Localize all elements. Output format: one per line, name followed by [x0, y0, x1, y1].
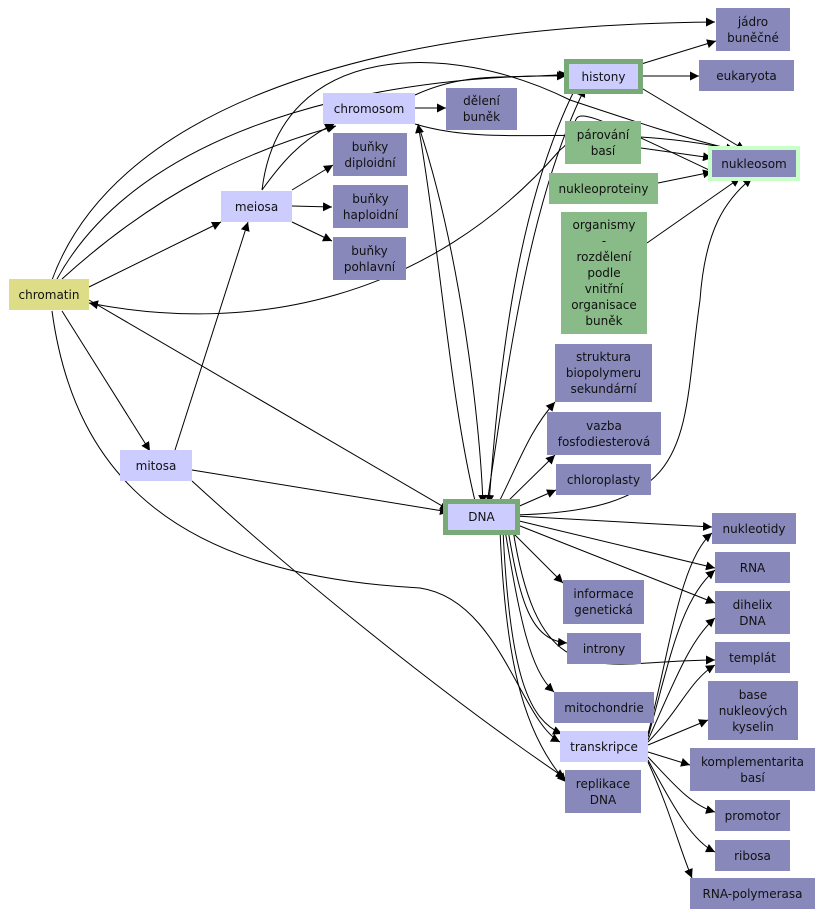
edge-dna-nukleotidy	[514, 515, 713, 531]
edge-transkripce-templat	[647, 664, 716, 743]
node-promotor[interactable]: promotor	[715, 800, 790, 831]
node-dna[interactable]: DNA	[443, 499, 520, 535]
edge-nukleoproteiny-nukleosom	[657, 169, 713, 184]
edge-transkripce-promotor	[647, 756, 716, 814]
edge-chromatin-mitosa	[61, 310, 151, 452]
node-eukaryota[interactable]: eukaryota	[699, 60, 794, 91]
node-introny[interactable]: introny	[567, 633, 641, 664]
edge-dna-chromosom	[415, 123, 477, 506]
edge-chromatin-transkripce	[51, 310, 561, 743]
node-komplementarita-basi[interactable]: komplementarita basí	[690, 748, 815, 791]
edge-dna-nukleosom	[514, 177, 753, 516]
node-ribosa[interactable]: ribosa	[715, 840, 790, 871]
edge-chromatin-dna	[88, 299, 450, 511]
node-histony[interactable]: histony	[564, 59, 643, 94]
edge-chromosom-nukleosom	[414, 123, 736, 153]
node-rna[interactable]: RNA	[715, 552, 790, 583]
edge-mitosa-meiosa	[174, 221, 250, 451]
edge-dna-chloroplasty	[514, 489, 557, 509]
node-dihelix-dna[interactable]: dihelix DNA	[715, 591, 790, 634]
edge-dna-vazba	[504, 454, 556, 505]
node-bunky-haploidni[interactable]: buňky haploidní	[333, 185, 408, 228]
edge-chromatin-histony	[56, 71, 567, 280]
edge-transkripce-rna	[647, 569, 716, 738]
node-chromatin[interactable]: chromatin	[9, 279, 89, 310]
node-organismy[interactable]: organismy - rozdělení podle vnitřní orga…	[561, 212, 647, 334]
node-informace-geneticka[interactable]: informace genetická	[563, 580, 644, 624]
edge-dna-introny	[507, 529, 568, 647]
node-nukleotidy[interactable]: nukleotidy	[712, 513, 796, 544]
edge-dna-rna	[514, 519, 716, 571]
node-mitosa[interactable]: mitosa	[120, 450, 192, 481]
edge-histony-nukleosom	[637, 85, 746, 151]
edge-histony-jadro	[637, 39, 717, 66]
edge-transkripce-komplement	[647, 751, 691, 767]
edge-dna-dihelix	[514, 523, 716, 604]
edge-organismy-nukleosom	[646, 177, 741, 244]
edge-transkripce-base	[647, 719, 709, 746]
edge-transkripce-nukleotidy	[647, 532, 713, 735]
edge-dna-replikace	[499, 529, 567, 783]
edge-histony-dna	[485, 88, 576, 505]
edge-meiosa-nukleosom	[261, 62, 736, 191]
edge-dna-mitochondrie	[504, 529, 555, 693]
edge-chromatin-chromosom	[61, 124, 337, 280]
node-transkripce[interactable]: transkripce	[560, 731, 648, 762]
edge-dna-informace	[509, 529, 564, 584]
node-struktura-biopolymeru[interactable]: struktura biopolymeru sekundární	[555, 344, 652, 402]
node-rna-polymerasa[interactable]: RNA-polymerasa	[690, 878, 815, 909]
node-bunky-pohlavni[interactable]: buňky pohlavní	[333, 237, 406, 280]
node-jadro-bunecne[interactable]: jádro buněčné	[716, 8, 790, 51]
node-bunky-diploidni[interactable]: buňky diploidní	[333, 133, 407, 176]
node-chloroplasty[interactable]: chloroplasty	[556, 464, 651, 495]
edge-dna-histony	[486, 87, 586, 505]
node-nukleosom[interactable]: nukleosom	[708, 146, 800, 181]
node-nukleoproteiny[interactable]: nukleoproteiny	[549, 173, 658, 204]
node-base-nukleovych-kyselin[interactable]: base nukleových kyselin	[708, 681, 798, 740]
node-meiosa[interactable]: meiosa	[221, 191, 292, 222]
node-vazba-fosfodiesterova[interactable]: vazba fosfodiesterová	[547, 412, 661, 455]
edge-chromosom-dna	[417, 123, 488, 505]
edge-mitosa-replikace	[191, 480, 566, 779]
edge-transkripce-ribosa	[647, 759, 716, 853]
edge-chromatin-jadro	[51, 17, 716, 281]
edge-chromosom-histony	[414, 70, 569, 96]
edge-dna-struktura	[497, 401, 556, 505]
node-replikace-dna[interactable]: replikace DNA	[565, 770, 641, 813]
edge-meiosa-bunky-poh	[291, 221, 333, 242]
edge-chromatin-meiosa	[88, 221, 222, 288]
edge-mitosa-dna	[191, 469, 450, 515]
node-deleni-bunek[interactable]: dělení buněk	[446, 88, 517, 130]
edge-transkripce-rnapoly	[647, 761, 693, 879]
edge-transkripce-dihelix	[647, 617, 716, 741]
edge-parovani-nukleosom	[640, 147, 713, 162]
node-chromosom[interactable]: chromosom	[323, 93, 415, 124]
edge-meiosa-bunky-dip	[291, 164, 334, 191]
node-mitochondrie[interactable]: mitochondrie	[554, 692, 654, 723]
edge-meiosa-chromosom	[261, 123, 335, 191]
node-templat[interactable]: templát	[715, 642, 790, 673]
edge-meiosa-bunky-hap	[291, 202, 333, 212]
edge-dna-transkripce	[502, 529, 563, 735]
node-parovani-basi[interactable]: párování basí	[565, 121, 641, 164]
